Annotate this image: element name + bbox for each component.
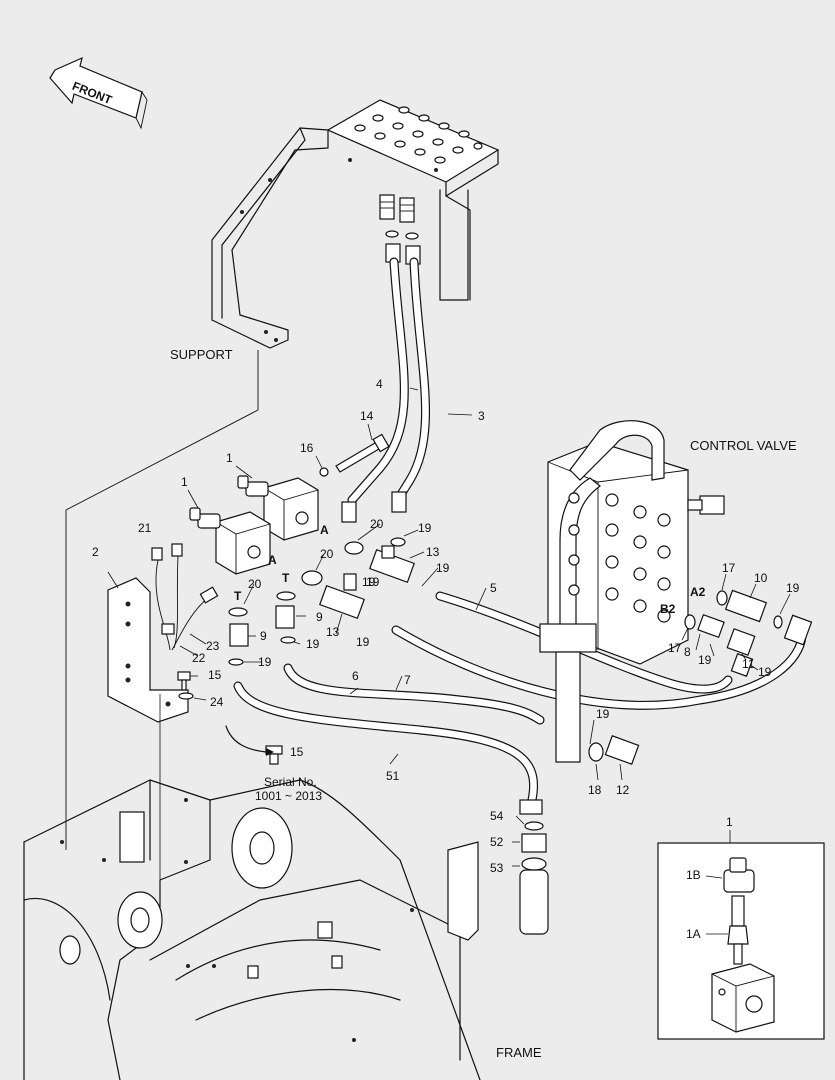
hose-6	[283, 663, 545, 725]
bolt-14	[335, 433, 390, 473]
callout-5: 5	[490, 581, 497, 595]
port-t-lower: T	[234, 589, 242, 603]
callout-19c: 19	[366, 575, 380, 589]
callout-53: 53	[490, 861, 504, 875]
serial-line-2: 1001 ~ 2013	[255, 789, 322, 803]
washer-16	[319, 467, 329, 477]
hose-4-end-fitting	[341, 501, 357, 523]
callout-18: 18	[588, 783, 602, 797]
valve-fittings	[588, 589, 813, 765]
callout-12: 12	[616, 783, 630, 797]
callout-6: 6	[352, 669, 359, 683]
callout-51: 51	[386, 769, 400, 783]
callout-24: 24	[210, 695, 224, 709]
port-a-upper: A	[320, 523, 329, 537]
hose-3-end-fitting	[391, 491, 407, 513]
control-valve-label: CONTROL VALVE	[690, 438, 797, 453]
callout-17b: 17	[668, 641, 682, 655]
port-t-upper: T	[282, 571, 290, 585]
frame-fittings	[519, 821, 549, 935]
port-b2: B2	[660, 602, 676, 616]
frame: FRAME	[23, 779, 542, 1080]
port-a2: A2	[690, 585, 706, 599]
callout-2: 2	[92, 545, 99, 559]
leader-lines	[107, 387, 791, 900]
tee-fitting-13-lower	[319, 573, 365, 620]
callout-17a: 17	[722, 561, 736, 575]
callout-9a: 9	[260, 629, 267, 643]
callout-16: 16	[300, 441, 314, 455]
callout-21: 21	[138, 521, 152, 535]
callout-54: 54	[490, 809, 504, 823]
support-holes	[240, 106, 483, 342]
callout-13b: 13	[326, 625, 340, 639]
hose-5	[435, 591, 733, 694]
valve-bosses	[568, 492, 671, 623]
front-arrow: FRONT	[49, 56, 148, 130]
wiring-harness	[151, 543, 219, 651]
frame-label: FRAME	[496, 1045, 542, 1060]
hose-4	[347, 257, 409, 505]
support-bracket: SUPPORT	[65, 99, 500, 850]
support-fittings	[379, 194, 421, 265]
callout-15b: 15	[290, 745, 304, 759]
callout-4: 4	[376, 377, 383, 391]
callout-11: 11	[742, 657, 755, 671]
callout-14: 14	[360, 409, 374, 423]
port-labels: A A T T A2 B2	[234, 523, 706, 616]
serial-line-1: Serial No.	[264, 775, 317, 789]
callout-7: 7	[404, 673, 411, 687]
callout-9b: 9	[316, 610, 323, 624]
port-a-lower: A	[268, 553, 277, 567]
control-valve: CONTROL VALVE	[539, 420, 797, 763]
callout-3: 3	[478, 409, 485, 423]
callout-19i: 19	[758, 665, 772, 679]
callout-20b: 20	[320, 547, 334, 561]
inset-title: 1	[726, 815, 733, 829]
callout-23: 23	[206, 639, 220, 653]
hose-51	[233, 681, 539, 805]
callout-19j: 19	[786, 581, 800, 595]
callout-10: 10	[754, 571, 768, 585]
callout-13a: 13	[426, 545, 440, 559]
serial-bolt-15	[225, 725, 283, 765]
callout-15a: 15	[208, 668, 222, 682]
callout-19h: 19	[698, 653, 712, 667]
callout-52: 52	[490, 835, 504, 849]
callout-19d: 19	[356, 635, 370, 649]
callout-8: 8	[684, 645, 691, 659]
callout-20a: 20	[370, 517, 384, 531]
solenoid-valve-upper	[237, 475, 319, 541]
bracket-2	[107, 577, 189, 723]
callout-19k: 19	[362, 575, 376, 589]
callouts: 1 1 2 3 4 5 6 7 8 9 9 10 11 12 13 13 14 …	[92, 377, 800, 875]
callout-19b: 19	[436, 561, 450, 575]
serial-note: Serial No. 1001 ~ 2013	[255, 775, 322, 803]
callout-19g: 19	[596, 707, 610, 721]
inset-label-1a: 1A	[686, 927, 701, 941]
callout-1a: 1	[226, 451, 233, 465]
callout-1b: 1	[181, 475, 188, 489]
tee-fitting-13-upper	[369, 545, 415, 584]
hose-51-end	[519, 799, 543, 815]
fittings-9	[228, 537, 406, 666]
callout-20c: 20	[248, 577, 262, 591]
inset-detail: 1 1B 1A	[657, 815, 825, 1040]
inset-label-1b: 1B	[686, 868, 701, 882]
callout-19e: 19	[306, 637, 320, 651]
support-label: SUPPORT	[170, 347, 233, 362]
hose-3	[395, 257, 431, 501]
hose-7	[391, 625, 807, 710]
solenoid-valve-lower	[189, 507, 271, 575]
callout-19f: 19	[258, 655, 272, 669]
callout-19a: 19	[418, 521, 432, 535]
callout-22: 22	[192, 651, 206, 665]
